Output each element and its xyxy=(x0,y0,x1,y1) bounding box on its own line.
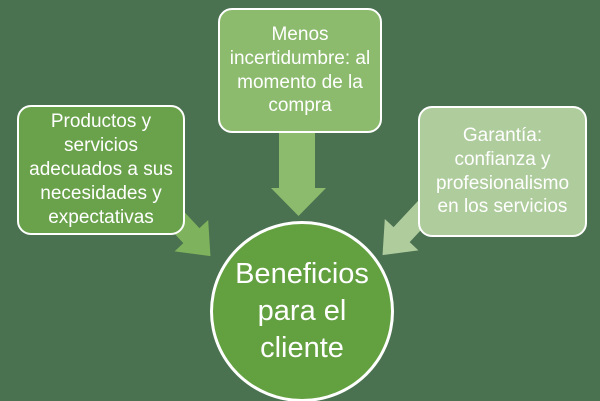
center-circle: Beneficios para el cliente xyxy=(210,221,394,401)
center-circle-label: Beneficios para el cliente xyxy=(235,257,369,365)
benefit-node-top: Menos incertidumbre: al momento de la co… xyxy=(218,8,382,133)
benefit-node-top-label: Menos incertidumbre: al momento de la co… xyxy=(229,23,371,117)
benefit-node-left-label: Productos y servicios adecuados a sus ne… xyxy=(29,111,173,228)
benefit-node-left: Productos y servicios adecuados a sus ne… xyxy=(17,105,185,235)
benefit-node-right: Garantía: confianza y profesionalismo en… xyxy=(418,106,587,237)
benefit-node-right-label: Garantía: confianza y profesionalismo en… xyxy=(435,124,570,218)
arrow-top-to-center xyxy=(271,132,326,216)
